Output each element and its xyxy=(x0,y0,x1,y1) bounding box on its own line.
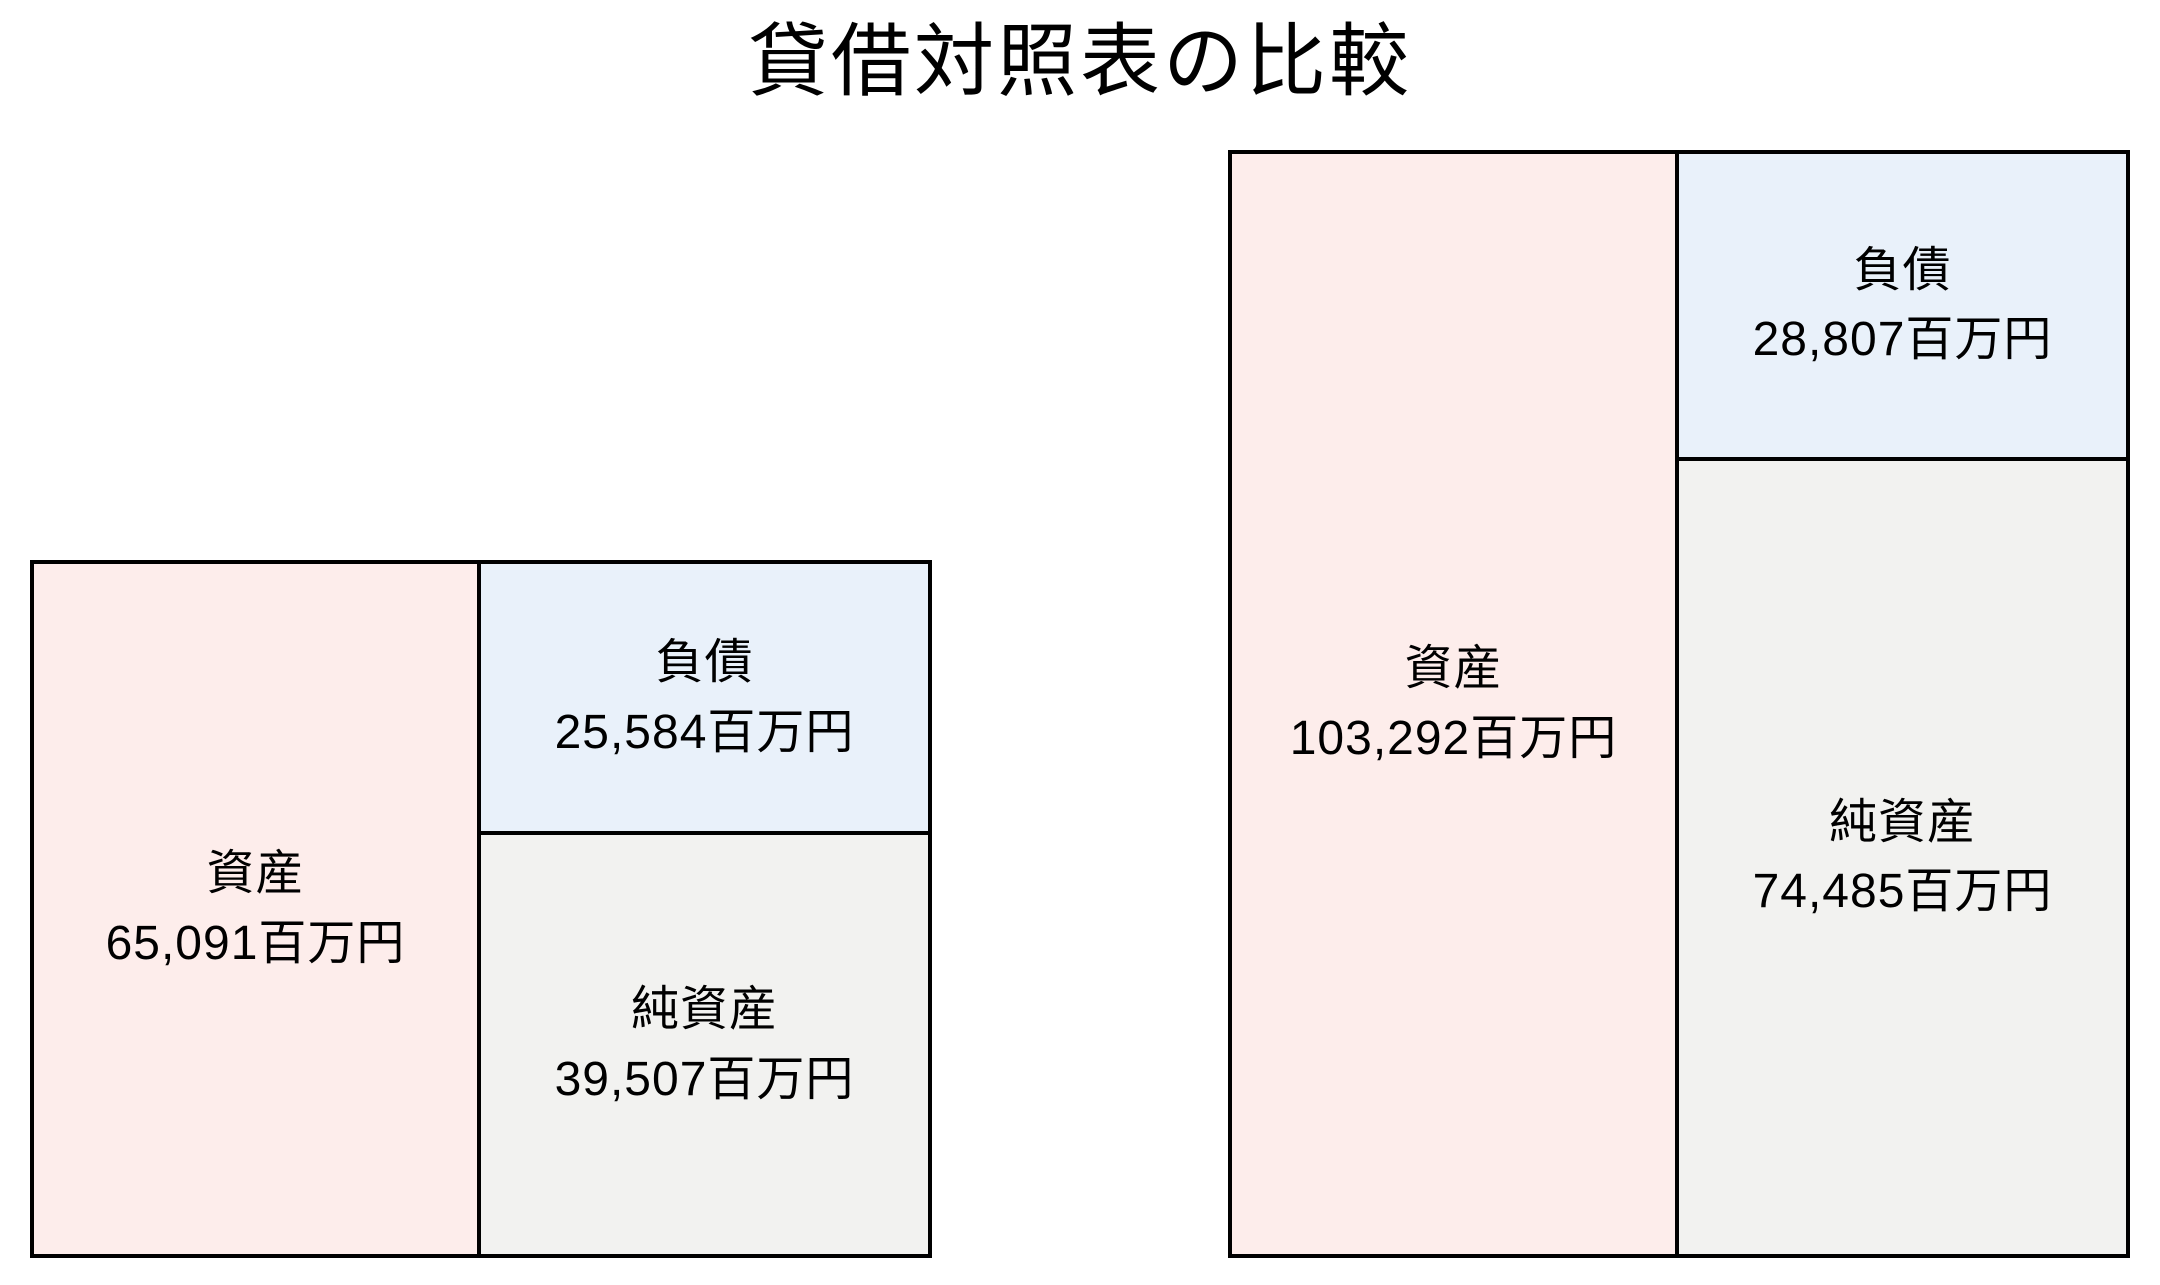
assets-label: 資産 103,292百万円 xyxy=(1290,634,1618,773)
liabilities-label-name: 負債 xyxy=(655,635,754,689)
balance-sheet-box-right: 資産 103,292百万円 負債 28,807百万円 純資産 74,485百万円 xyxy=(1228,150,2130,1258)
net-assets-label: 純資産 74,485百万円 xyxy=(1753,788,2053,927)
assets-segment: 資産 65,091百万円 xyxy=(34,564,481,1254)
liabilities-label: 負債 25,584百万円 xyxy=(555,628,855,767)
liabilities-label-name: 負債 xyxy=(1853,243,1952,297)
chart-title: 貸借対照表の比較 xyxy=(748,17,1412,106)
assets-label-name: 資産 xyxy=(1404,642,1503,696)
liabilities-label-value: 28,807百万円 xyxy=(1752,313,2053,367)
net-assets-segment: 純資産 39,507百万円 xyxy=(481,835,928,1254)
liabilities-equity-column: 負債 28,807百万円 純資産 74,485百万円 xyxy=(1679,154,2126,1254)
net-assets-label-name: 純資産 xyxy=(630,982,778,1036)
net-assets-label-name: 純資産 xyxy=(1828,795,1976,849)
assets-label-value: 65,091百万円 xyxy=(105,917,406,970)
net-assets-label: 純資産 39,507百万円 xyxy=(555,975,855,1114)
liabilities-label: 負債 28,807百万円 xyxy=(1753,236,2053,375)
assets-label-name: 資産 xyxy=(206,847,305,901)
assets-segment: 資産 103,292百万円 xyxy=(1232,154,1679,1254)
liabilities-label-value: 25,584百万円 xyxy=(554,705,855,759)
liabilities-equity-column: 負債 25,584百万円 純資産 39,507百万円 xyxy=(481,564,928,1254)
assets-label: 資産 65,091百万円 xyxy=(106,839,406,978)
balance-sheet-box-left: 資産 65,091百万円 負債 25,584百万円 純資産 39,507百万円 xyxy=(30,560,932,1258)
liabilities-segment: 負債 25,584百万円 xyxy=(481,564,928,836)
liabilities-segment: 負債 28,807百万円 xyxy=(1679,154,2126,461)
net-assets-label-value: 74,485百万円 xyxy=(1752,865,2053,919)
net-assets-label-value: 39,507百万円 xyxy=(554,1052,855,1106)
net-assets-segment: 純資産 74,485百万円 xyxy=(1679,460,2126,1254)
assets-label-value: 103,292百万円 xyxy=(1289,712,1618,765)
